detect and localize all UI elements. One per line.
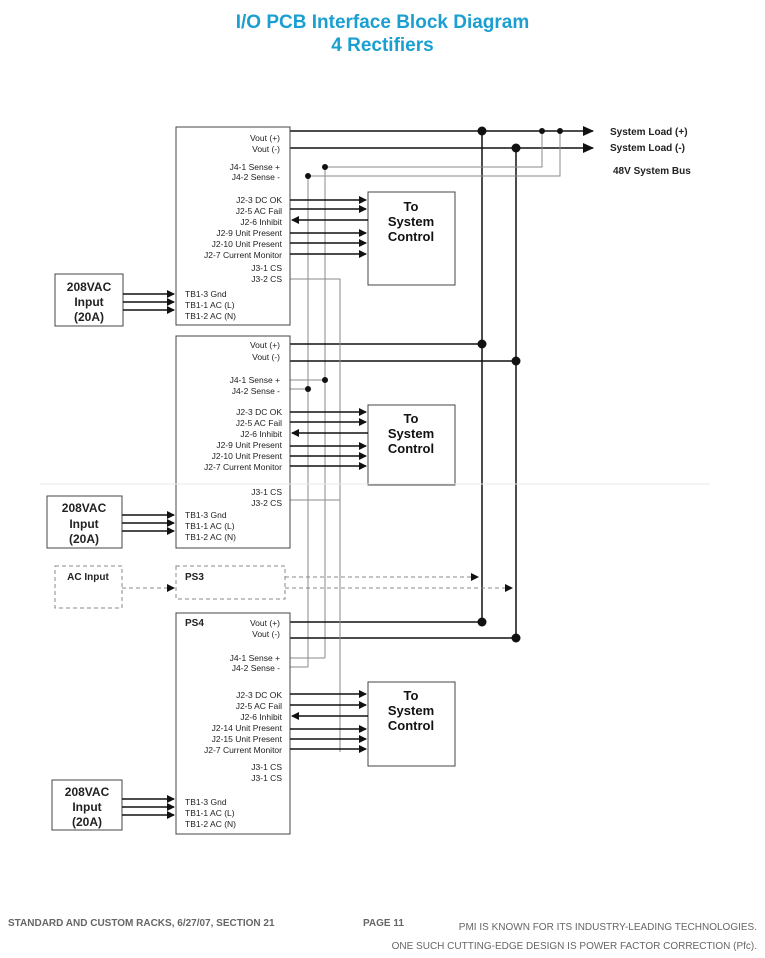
cs-label: J3-2 CS: [251, 498, 282, 508]
vout-pos-label: Vout (+): [250, 340, 280, 350]
sense-neg-label: J4-2 Sense -: [232, 663, 280, 673]
system-control-box: [367, 404, 456, 486]
signal-label: J2-3 DC OK: [236, 690, 282, 700]
signal-label: J2-6 Inhibit: [240, 712, 282, 722]
sense-pos-label: J4-1 Sense +: [230, 653, 280, 663]
vout-neg-label: Vout (-): [252, 144, 280, 154]
system-bus-label: 48V System Bus: [613, 166, 691, 177]
tb-label: TB1-1 AC (L): [185, 521, 235, 531]
signal-label: J2-3 DC OK: [236, 407, 282, 417]
diagram-title: I/O PCB Interface Block Diagram: [235, 12, 530, 33]
tb-label: TB1-3 Gnd: [185, 510, 227, 520]
tb-label: TB1-3 Gnd: [185, 797, 227, 807]
vout-pos-label: Vout (+): [250, 618, 280, 628]
cs-label: J3-1 CS: [251, 263, 282, 273]
cs-label: J3-1 CS: [251, 487, 282, 497]
signal-label: J2-14 Unit Present: [212, 723, 283, 733]
footer-left: STANDARD AND CUSTOM RACKS, 6/27/07, SECT…: [8, 918, 275, 929]
system-control-box: [367, 681, 456, 767]
cs-label: J3-1 CS: [251, 762, 282, 772]
system-load-negative: System Load (-): [610, 143, 685, 154]
signal-label: J2-9 Unit Present: [216, 228, 282, 238]
footer-right-1: PMI IS KNOWN FOR ITS INDUSTRY-LEADING TE…: [458, 922, 757, 933]
rectifier-2: Vout (+) Vout (-) J4-1 Sense + J4-2 Sens…: [46, 335, 456, 549]
tb-label: TB1-2 AC (N): [185, 819, 236, 829]
input-label: Input: [74, 295, 103, 309]
sense-neg-label: J4-2 Sense -: [232, 386, 280, 396]
rectifier-1: Vout (+) Vout (-) J4-1 Sense + J4-2 Sens…: [54, 126, 456, 327]
ac-input-box: [54, 565, 123, 609]
input-label: 208VAC: [65, 785, 110, 799]
control-label: Control: [388, 229, 434, 244]
input-label: 208VAC: [67, 280, 112, 294]
signal-label: J2-7 Current Monitor: [204, 250, 282, 260]
control-label: To: [404, 411, 419, 426]
system-control-box: [367, 191, 456, 286]
sense-pos-label: J4-1 Sense +: [230, 162, 280, 172]
rectifier-box: [175, 335, 291, 549]
tb-label: TB1-2 AC (N): [185, 311, 236, 321]
ps3-input-label: AC Input: [67, 572, 109, 583]
ac-input-box: [54, 273, 124, 327]
signal-label: J2-15 Unit Present: [212, 734, 283, 744]
rectifier-box: [175, 126, 291, 326]
input-label: Input: [72, 800, 101, 814]
control-label: Control: [388, 441, 434, 456]
control-label: Control: [388, 718, 434, 733]
input-label: (20A): [74, 310, 104, 324]
signal-label: J2-7 Current Monitor: [204, 462, 282, 472]
system-load-positive: System Load (+): [610, 127, 688, 138]
control-label: System: [388, 214, 434, 229]
input-label: 208VAC: [62, 501, 107, 515]
signal-label: J2-3 DC OK: [236, 195, 282, 205]
sense-pos-label: J4-1 Sense +: [230, 375, 280, 385]
signal-label: J2-6 Inhibit: [240, 217, 282, 227]
input-label: (20A): [72, 815, 102, 829]
rectifier-ps3: AC Input PS3: [54, 565, 286, 609]
signal-label: J2-5 AC Fail: [236, 206, 282, 216]
diagram-subtitle: 4 Rectifiers: [331, 35, 434, 56]
signal-label: J2-9 Unit Present: [216, 440, 282, 450]
rectifier-name: PS4: [185, 618, 204, 629]
ps3-box: [175, 565, 286, 600]
tb-label: TB1-3 Gnd: [185, 289, 227, 299]
sense-neg-label: J4-2 Sense -: [232, 172, 280, 182]
tb-label: TB1-1 AC (L): [185, 300, 235, 310]
control-label: To: [404, 199, 419, 214]
signal-label: J2-6 Inhibit: [240, 429, 282, 439]
vout-neg-label: Vout (-): [252, 629, 280, 639]
control-label: System: [388, 703, 434, 718]
cs-label: J3-1 CS: [251, 773, 282, 783]
signal-label: J2-10 Unit Present: [212, 451, 283, 461]
ps3-name: PS3: [185, 572, 204, 583]
signal-label: J2-5 AC Fail: [236, 418, 282, 428]
footer-page: PAGE 11: [363, 918, 404, 929]
bus-wiring: [285, 126, 594, 752]
rectifier-ps4: PS4 Vout (+) Vout (-) J4-1 Sense + J4-2 …: [51, 612, 456, 835]
ac-input-box: [51, 779, 123, 831]
control-label: System: [388, 426, 434, 441]
vout-neg-label: Vout (-): [252, 352, 280, 362]
input-label: (20A): [69, 532, 99, 546]
signal-label: J2-10 Unit Present: [212, 239, 283, 249]
rectifier-box: [175, 612, 291, 835]
signal-label: J2-7 Current Monitor: [204, 745, 282, 755]
vout-pos-label: Vout (+): [250, 133, 280, 143]
cs-label: J3-2 CS: [251, 274, 282, 284]
ac-input-box: [46, 495, 123, 549]
tb-label: TB1-1 AC (L): [185, 808, 235, 818]
control-label: To: [404, 688, 419, 703]
input-label: Input: [69, 517, 98, 531]
signal-label: J2-5 AC Fail: [236, 701, 282, 711]
tb-label: TB1-2 AC (N): [185, 532, 236, 542]
footer-right-2: ONE SUCH CUTTING-EDGE DESIGN IS POWER FA…: [391, 941, 757, 952]
